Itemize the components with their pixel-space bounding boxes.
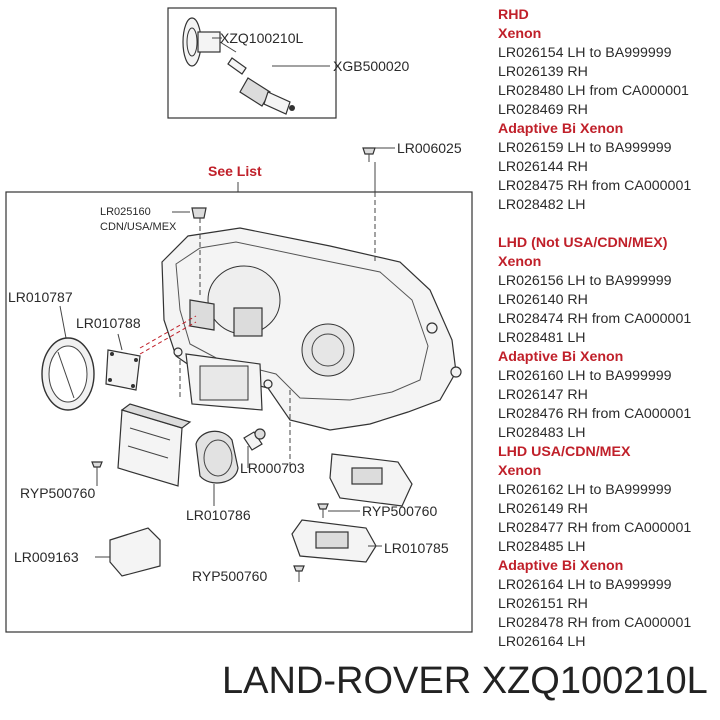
xenon-bulb-drawing (182, 17, 295, 115)
callout-igniter: LR009163 (14, 549, 79, 565)
parts-list-item: LR026159 LH to BA999999 (498, 140, 672, 156)
parts-list-item (498, 215, 720, 234)
parts-list-item: LR028474 RH from CA000001 (498, 311, 692, 327)
callout-bulb-side: XGB500020 (333, 58, 409, 74)
parts-list-item: LR028469 RH (498, 102, 588, 118)
parts-list-item: LR026156 LH to BA999999 (498, 273, 672, 289)
parts-list-heading: Adaptive Bi Xenon (498, 349, 624, 365)
parts-list-item: LR026154 LH to BA999999 (498, 45, 672, 61)
parts-list-item: LR028485 LH (498, 539, 586, 555)
callout-module-screw: RYP500760 (20, 485, 95, 501)
see-list-label: See List (208, 163, 262, 179)
parts-list-heading: LHD (Not USA/CDN/MEX) (498, 235, 668, 251)
screw-top-icon (362, 147, 376, 162)
ballast-screw-icon (317, 503, 329, 518)
bulb-detail-frame (167, 7, 337, 119)
parts-list-item: LR028480 LH from CA000001 (498, 83, 689, 99)
parts-list-item: LR026147 RH (498, 387, 588, 403)
parts-list-item: LR026162 LH to BA999999 (498, 482, 672, 498)
parts-list-item: LR026139 RH (498, 64, 588, 80)
brand-line: LAND-ROVER XZQ100210L (222, 660, 708, 702)
parts-list-heading: Adaptive Bi Xenon (498, 558, 624, 574)
parts-list-item: LR028477 RH from CA000001 (498, 520, 692, 536)
callout-cap-code: LR025160 (100, 206, 151, 218)
callout-ballast-screw-a: RYP500760 (362, 503, 437, 519)
parts-list-item: LR026149 RH (498, 501, 588, 517)
bracket-icon (105, 349, 141, 391)
callout-cover: LR010786 (186, 507, 251, 523)
parts-list-heading: Adaptive Bi Xenon (498, 121, 624, 137)
igniter-icon (109, 527, 161, 577)
parts-list-heading: Xenon (498, 254, 542, 270)
parts-list-item: LR026151 RH (498, 596, 588, 612)
callout-bulb-top: XZQ100210L (220, 30, 303, 46)
parts-list-item: LR028482 LH (498, 197, 586, 213)
parts-list-item: LR026164 LH to BA999999 (498, 577, 672, 593)
parts-list-item: LR028481 LH (498, 330, 586, 346)
ballast-lower-icon (291, 519, 377, 563)
small-bulb-icon (243, 428, 266, 451)
callout-bracket: LR010788 (76, 315, 141, 331)
parts-list-item: LR026140 RH (498, 292, 588, 308)
parts-list-heading: RHD (498, 7, 529, 23)
control-module-icon (117, 403, 192, 487)
callout-ring: LR010787 (8, 289, 73, 305)
parts-list-item: LR028475 RH from CA000001 (498, 178, 692, 194)
headlamp-frame (5, 191, 473, 633)
ballast-upper-icon (329, 453, 413, 507)
bottom-screw-icon (293, 565, 305, 582)
retaining-ring-icon (41, 337, 95, 411)
callout-bulb-small: LR000703 (240, 460, 305, 476)
parts-list-item: LR028476 RH from CA000001 (498, 406, 692, 422)
parts-list-item: LR028483 LH (498, 425, 586, 441)
callout-screw-top: LR006025 (397, 140, 462, 156)
headlamp-housing-drawing (161, 227, 462, 431)
parts-list-heading: LHD USA/CDN/MEX (498, 444, 631, 460)
parts-list-item: LR026160 LH to BA999999 (498, 368, 672, 384)
parts-list-item: LR028478 RH from CA000001 (498, 615, 692, 631)
module-screw-icon (91, 461, 103, 480)
parts-list-item: LR026144 RH (498, 159, 588, 175)
callout-ballast: LR010785 (384, 540, 449, 556)
cap-icon (191, 207, 207, 219)
callout-ballast-screw-b: RYP500760 (192, 568, 267, 584)
parts-list-heading: Xenon (498, 26, 542, 42)
dust-cover-icon (195, 430, 239, 484)
parts-list-heading: Xenon (498, 463, 542, 479)
callout-cap-note: CDN/USA/MEX (100, 221, 177, 233)
parts-list-item: LR026164 LH (498, 634, 586, 650)
